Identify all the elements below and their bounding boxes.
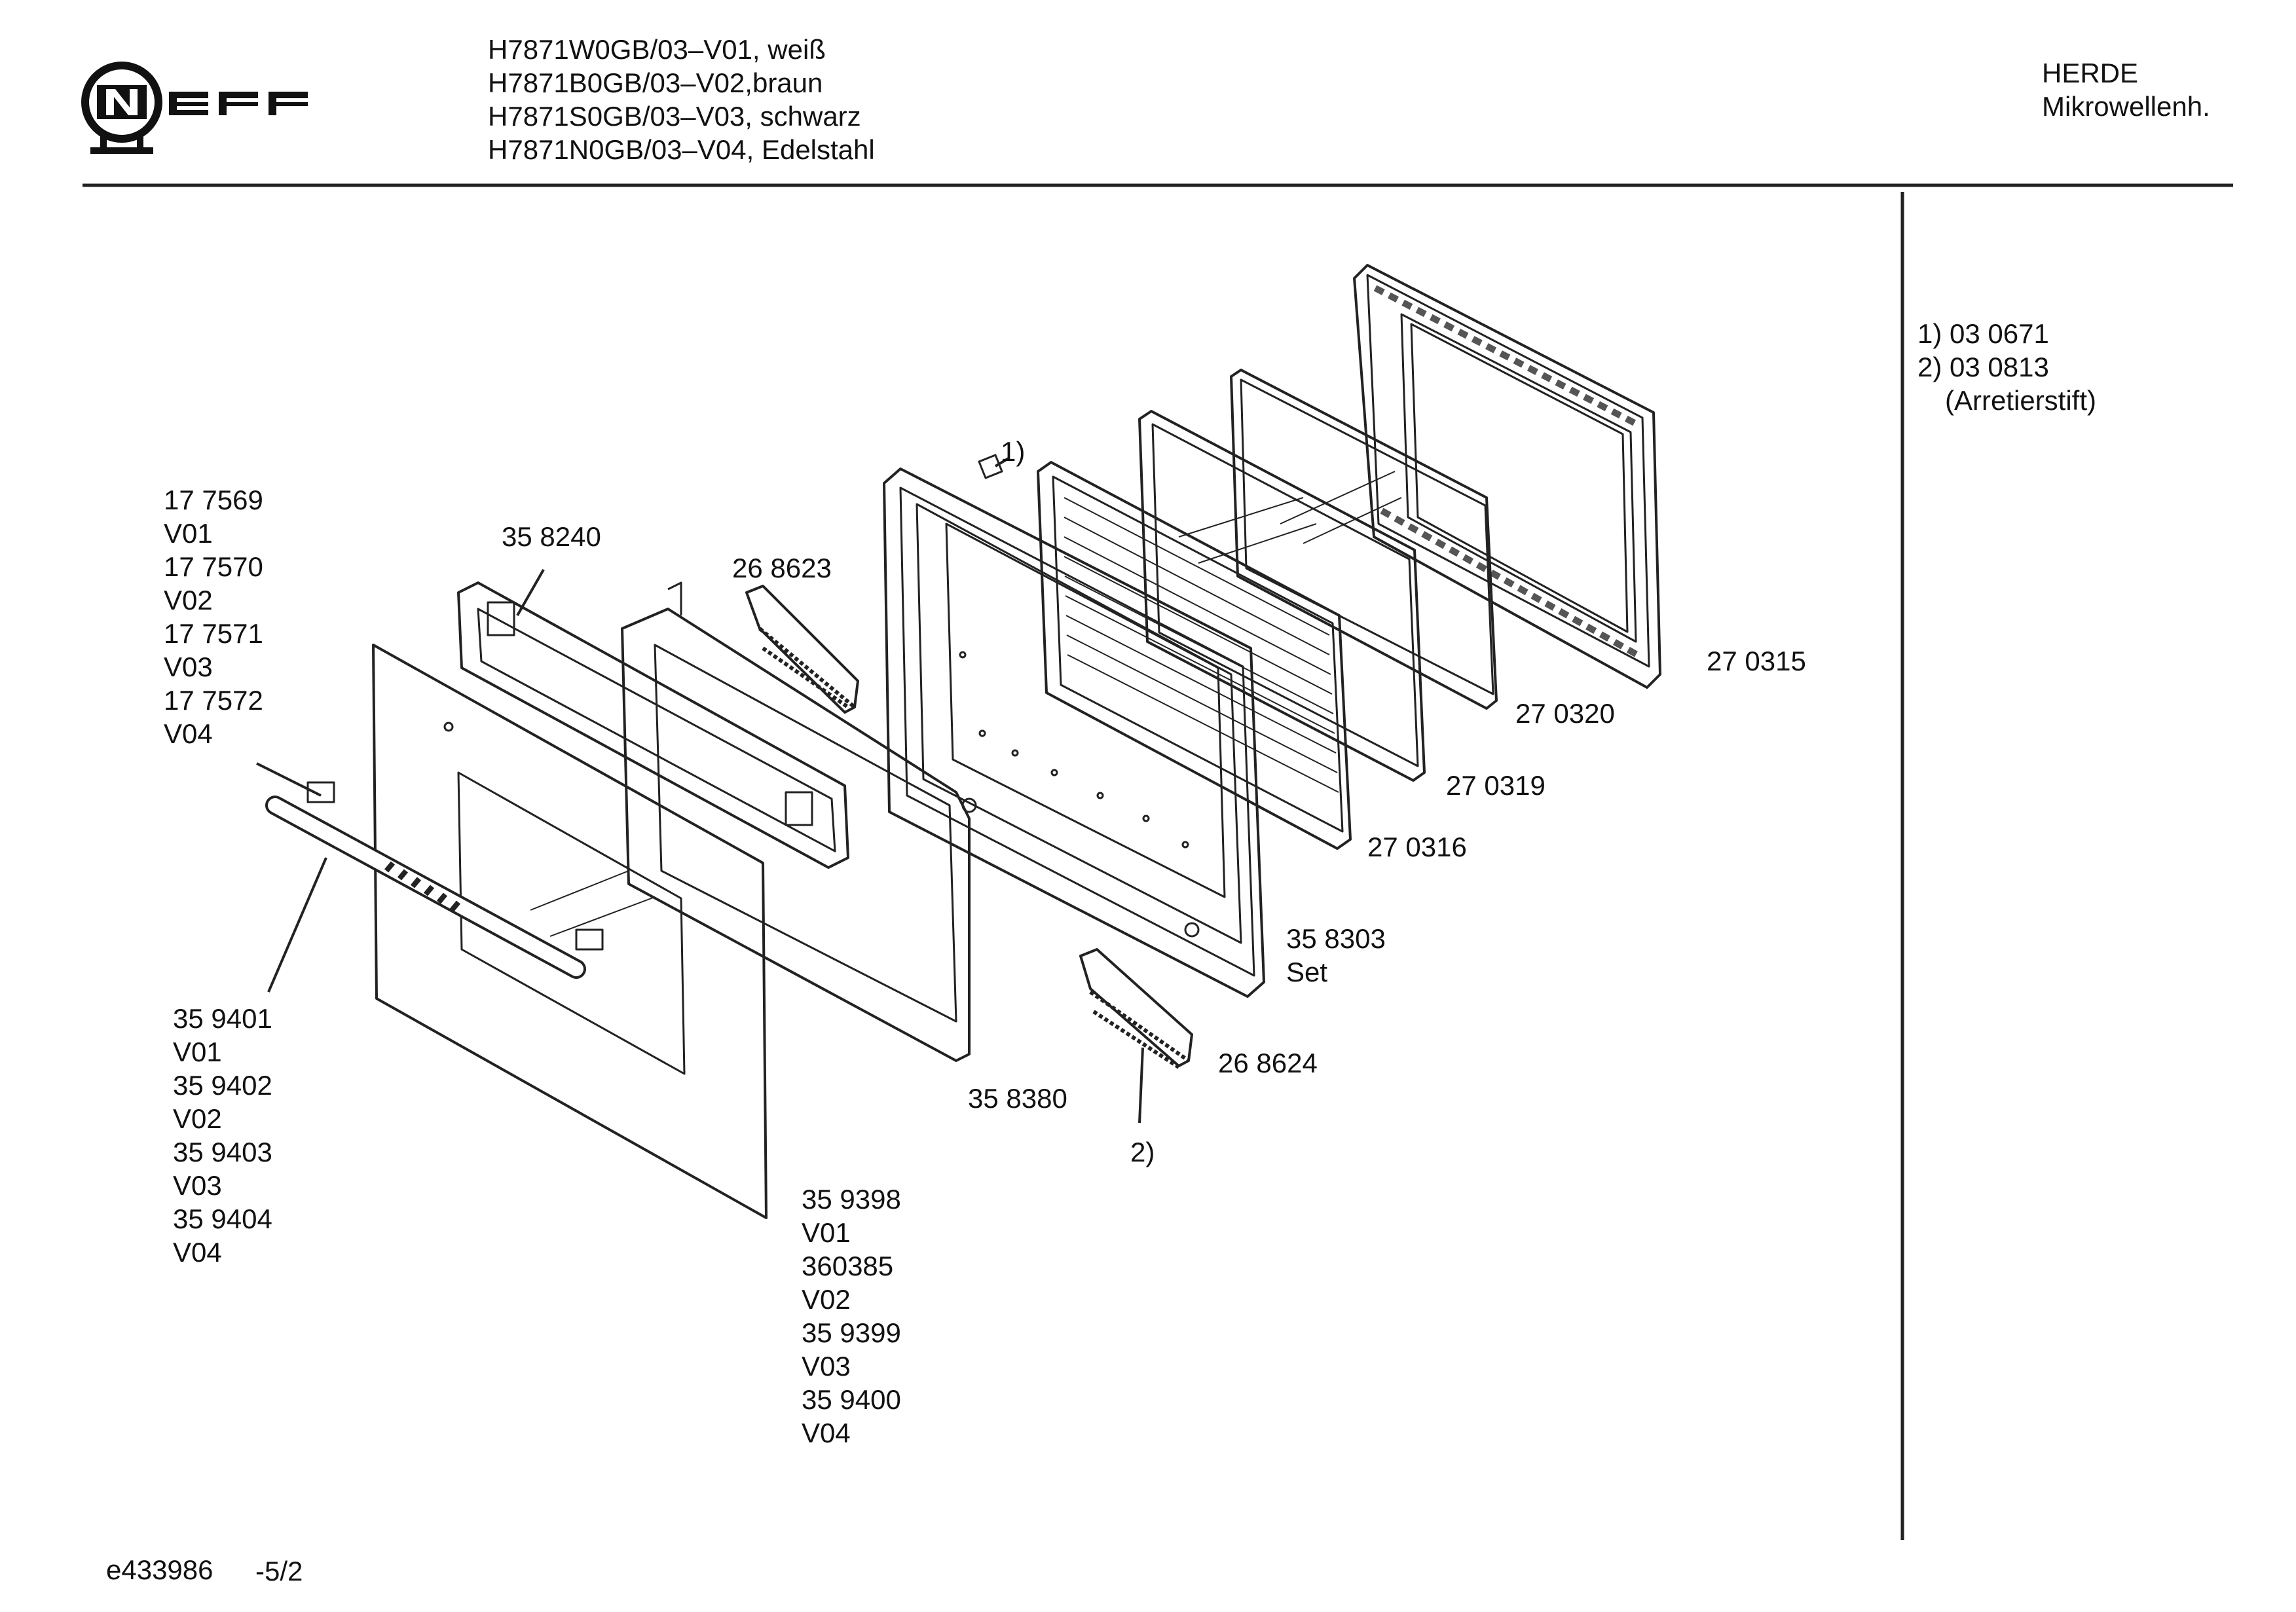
label-line: 35 9398 <box>802 1184 901 1215</box>
category-block: HERDE Mikrowellenh. <box>2042 56 2210 123</box>
label-359398: 35 9398 V01 360385 V02 35 9399 V03 35 94… <box>802 1182 901 1450</box>
label-line: V01 <box>173 1036 222 1067</box>
label-line: Set <box>1286 957 1328 987</box>
front-glass-359398 <box>372 644 768 1219</box>
leader-358240 <box>516 569 545 616</box>
label-line: 17 7571 <box>164 618 263 649</box>
label-line: V02 <box>173 1103 222 1134</box>
label-268623: 26 8623 <box>732 553 832 583</box>
glass-pane-270320 <box>1230 369 1498 710</box>
label-270319: 27 0319 <box>1446 770 1546 801</box>
label-270316: 27 0316 <box>1367 832 1467 862</box>
model-list: H7871W0GB/03–V01, weiß H7871B0GB/03–V02,… <box>488 33 875 166</box>
door-frame-358303 <box>883 467 1265 998</box>
leader-callout-1 <box>994 457 1010 467</box>
label-line: V03 <box>802 1351 851 1382</box>
callout-2: 2) <box>1130 1137 1155 1167</box>
note-line: 2) 03 0813 <box>1917 352 2049 382</box>
door-handle <box>265 781 604 979</box>
label-line: V04 <box>164 718 213 749</box>
label-359401: 35 9401 V01 35 9402 V02 35 9403 V03 35 9… <box>173 1002 272 1269</box>
label-358303: 35 8303 Set <box>1286 922 1386 989</box>
label-line: V04 <box>173 1237 222 1268</box>
notes: 1) 03 0671 2) 03 0813 (Arretierstift) <box>1917 317 2096 417</box>
label-line: 35 9402 <box>173 1070 272 1101</box>
label-line: 35 9401 <box>173 1003 272 1034</box>
label-line: V01 <box>164 518 213 549</box>
label-177569: 17 7569 V01 17 7570 V02 17 7571 V03 17 7… <box>164 483 263 750</box>
control-bracket-358240 <box>457 581 849 869</box>
model-line: H7871W0GB/03–V01, weiß <box>488 34 826 65</box>
label-line: 360385 <box>802 1251 894 1281</box>
leader-359401 <box>267 857 327 993</box>
neff-logo <box>81 62 308 154</box>
label-line: V01 <box>802 1217 851 1248</box>
label-line: 35 8303 <box>1286 923 1386 954</box>
label-line: V02 <box>802 1284 851 1315</box>
label-line: 17 7569 <box>164 485 263 515</box>
hinge-268624 <box>1079 948 1193 1069</box>
label-line: 17 7572 <box>164 685 263 716</box>
model-line: H7871S0GB/03–V03, schwarz <box>488 101 861 132</box>
label-line: V03 <box>164 651 213 682</box>
label-358380: 35 8380 <box>968 1083 1067 1114</box>
label-line: V03 <box>173 1170 222 1201</box>
label-line: 35 9399 <box>802 1317 901 1348</box>
label-270320: 27 0320 <box>1515 698 1615 729</box>
label-line: V02 <box>164 585 213 615</box>
label-270315: 27 0315 <box>1707 646 1806 676</box>
label-line: 35 9400 <box>802 1384 901 1415</box>
label-358240: 35 8240 <box>502 521 601 552</box>
callout-1: 1) <box>1001 436 1026 467</box>
subcategory: Mikrowellenh. <box>2042 91 2210 122</box>
clip-part-1 <box>978 454 1003 479</box>
page-number: -5/2 <box>255 1556 303 1586</box>
category: HERDE <box>2042 58 2139 88</box>
rear-seal-frame <box>1353 264 1661 689</box>
leader-177569 <box>256 762 322 797</box>
inner-panel-358380 <box>621 581 971 1062</box>
label-line: 35 9404 <box>173 1203 272 1234</box>
model-line: H7871B0GB/03–V02,braun <box>488 67 823 98</box>
leader-callout-2 <box>1138 1047 1144 1124</box>
model-line: H7871N0GB/03–V04, Edelstahl <box>488 134 875 165</box>
label-line: 17 7570 <box>164 551 263 582</box>
note-line: 1) 03 0671 <box>1917 318 2049 349</box>
label-line: 35 9403 <box>173 1137 272 1167</box>
glass-pane-270319 <box>1138 410 1426 782</box>
hinge-268623 <box>745 585 859 714</box>
label-line: V04 <box>802 1418 851 1448</box>
label-268624: 26 8624 <box>1218 1048 1318 1078</box>
grid-panel-270316 <box>1037 461 1352 850</box>
doc-id: e433986 <box>106 1554 213 1585</box>
note-line: (Arretierstift) <box>1945 385 2096 416</box>
